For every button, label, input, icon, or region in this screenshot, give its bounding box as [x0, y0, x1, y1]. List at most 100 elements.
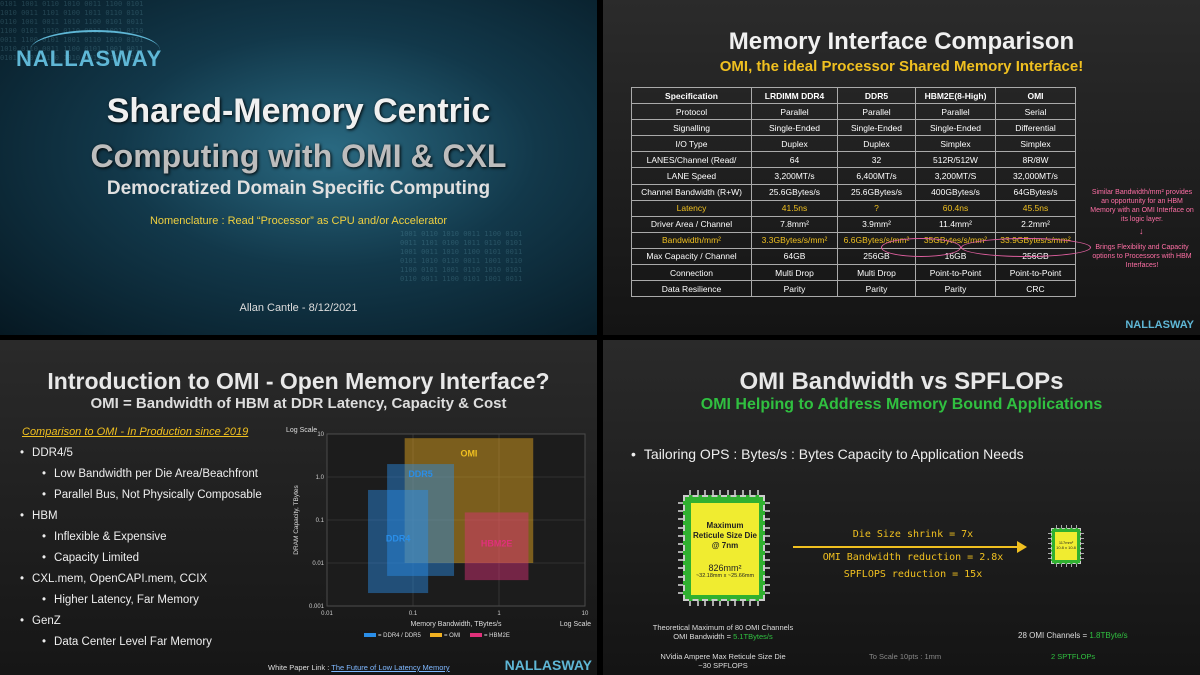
chip-pin: [741, 490, 744, 495]
chip-pin: [704, 601, 707, 606]
legend-swatch: [470, 633, 482, 637]
caption-ampere: NVidia Ampere Max Reticule Size Die: [660, 652, 786, 661]
large-die-chip: Maximum Reticule Size Die @ 7nm 826mm² ~…: [683, 495, 765, 601]
bullet-item: Higher Latency, Far Memory: [20, 590, 262, 611]
chip-pin: [1075, 525, 1077, 528]
chip-pin: [1048, 553, 1051, 555]
arrow-line: [793, 546, 1021, 548]
highlight-oval: [961, 238, 1091, 257]
shrink-spflops: SPFLOPS reduction = 15x: [843, 569, 983, 580]
die-area: 826mm²: [708, 563, 742, 573]
slide-title: OMI Bandwidth vs SPFLOPs: [739, 368, 1064, 395]
nallasway-logo: NALLASWAY: [16, 46, 163, 71]
chip-pin: [765, 542, 770, 545]
caption-spflops: ~30 SPFLOPS: [698, 661, 748, 670]
chip-pin: [1081, 558, 1084, 560]
arrow-down-icon: ↓: [1139, 226, 1144, 236]
legend-label: = OMI: [444, 633, 461, 639]
chip-pin: [678, 518, 683, 521]
binary-background: 1001 0110 1010 0011 1100 0101 0011 1101 …: [400, 230, 523, 283]
ddr4-region: [368, 489, 429, 594]
table-cell: Data Resilience: [631, 280, 752, 298]
table-header-cell: OMI: [995, 86, 1076, 105]
bullet-item: Data Center Level Far Memory: [20, 632, 262, 653]
logo-arc: [30, 30, 160, 70]
chip-pin: [689, 601, 692, 606]
comparison-link[interactable]: Comparison to OMI - In Production since …: [22, 426, 249, 438]
table-cell: Serial: [995, 103, 1076, 121]
table-cell: 6,400MT/s: [837, 167, 916, 185]
subtitle: Democratized Domain Specific Computing: [106, 178, 491, 199]
table-cell: Point-to-Point: [915, 264, 996, 282]
slide-omi-intro: Introduction to OMI - Open Memory Interf…: [0, 340, 597, 675]
chip-pin: [726, 601, 729, 606]
chip-pin: [1065, 525, 1067, 528]
table-cell: 3,200MT/S: [915, 167, 996, 185]
table-cell: 8R/8W: [995, 151, 1076, 169]
caption-bandwidth-label: OMI Bandwidth =: [673, 632, 734, 641]
chip-pin: [765, 510, 770, 513]
table-cell: Signalling: [631, 119, 752, 137]
chip-pin: [678, 591, 683, 594]
chip-pin: [719, 601, 722, 606]
slide-subtitle: OMI = Bandwidth of HBM at DDR Latency, C…: [90, 395, 507, 412]
nallasway-logo: NALLASWAY: [504, 657, 592, 673]
table-cell: Single-Ended: [915, 119, 996, 137]
table-cell: Simplex: [995, 135, 1076, 153]
legend-swatch: [430, 633, 442, 637]
shrink-bandwidth: OMI Bandwidth reduction = 2.8x: [822, 552, 1004, 563]
chip-pin: [1048, 548, 1051, 550]
title-line-1: Shared-Memory Centric: [106, 92, 491, 130]
table-cell: Connection: [631, 264, 752, 282]
bullet-item: Tailoring OPS : Bytes/s : Bytes Capacity…: [631, 446, 1024, 462]
table-cell: 11.4mm²: [915, 215, 996, 233]
table-cell: I/O Type: [631, 135, 752, 153]
chip-pin: [765, 518, 770, 521]
table-cell: LANE Speed: [631, 167, 752, 185]
die-dimensions: ~32.18mm x ~25.66mm: [695, 573, 755, 579]
table-cell: Duplex: [751, 135, 838, 153]
table-cell: Multi Drop: [837, 264, 916, 282]
chip-pin: [765, 567, 770, 570]
nallasway-logo: NALLASWAY: [1125, 319, 1194, 331]
x-scale-label: Log Scale: [560, 621, 591, 628]
title-line-2: Computing with OMI & CXL: [90, 138, 507, 174]
large-die-caption: Theoretical Maximum of 80 OMI Channels O…: [633, 623, 813, 641]
chip-pin: [696, 601, 699, 606]
shrink-die: Die Size shrink = 7x: [852, 529, 974, 540]
table-header-cell: HBM2E(8-High): [915, 86, 996, 105]
chip-pin: [765, 591, 770, 594]
table-cell: Multi Drop: [751, 264, 838, 282]
y-axis-label: DRAM Capacity, TBytes: [293, 485, 300, 555]
ddr5-region: [387, 464, 455, 576]
table-cell: Parity: [751, 280, 838, 298]
y-tick-label: 0.01: [312, 561, 324, 567]
table-cell: Latency: [631, 199, 752, 217]
small-die-caption: 28 OMI Channels = 1.8TByte/s: [1018, 631, 1128, 640]
white-paper-label: White Paper Link :: [268, 663, 330, 672]
chip-pin: [1075, 564, 1077, 567]
chip-pin: [1048, 558, 1051, 560]
white-paper-link[interactable]: The Future of Low Latency Memory: [331, 663, 450, 672]
chip-pin: [1070, 564, 1072, 567]
omi28-label: 28 OMI Channels =: [1018, 631, 1090, 640]
annotation-note: Brings Flexibility and Capacity options …: [1092, 244, 1192, 269]
table-cell: Parallel: [751, 103, 838, 121]
legend-label: = DDR4 / DDR5: [378, 633, 422, 639]
slide-subtitle: OMI Helping to Address Memory Bound Appl…: [700, 396, 1103, 413]
die-label: Maximum Reticule Size Die @ 7nm: [692, 521, 758, 550]
caption-bandwidth-value: 5.1TBytes/s: [733, 632, 773, 641]
chip-pin: [1065, 564, 1067, 567]
chip-pin: [1048, 542, 1051, 544]
chip-pin: [765, 559, 770, 562]
table-cell: 25.6GBytes/s: [837, 183, 916, 201]
slide-omi-bandwidth: OMI Bandwidth vs SPFLOPs OMI Helping to …: [603, 340, 1200, 675]
table-cell: ?: [837, 199, 916, 217]
small-die: 117mm² 10.8 x 10.8: [1055, 532, 1077, 560]
table-cell: Parity: [915, 280, 996, 298]
table-cell: LANES/Channel (Read/: [631, 151, 752, 169]
